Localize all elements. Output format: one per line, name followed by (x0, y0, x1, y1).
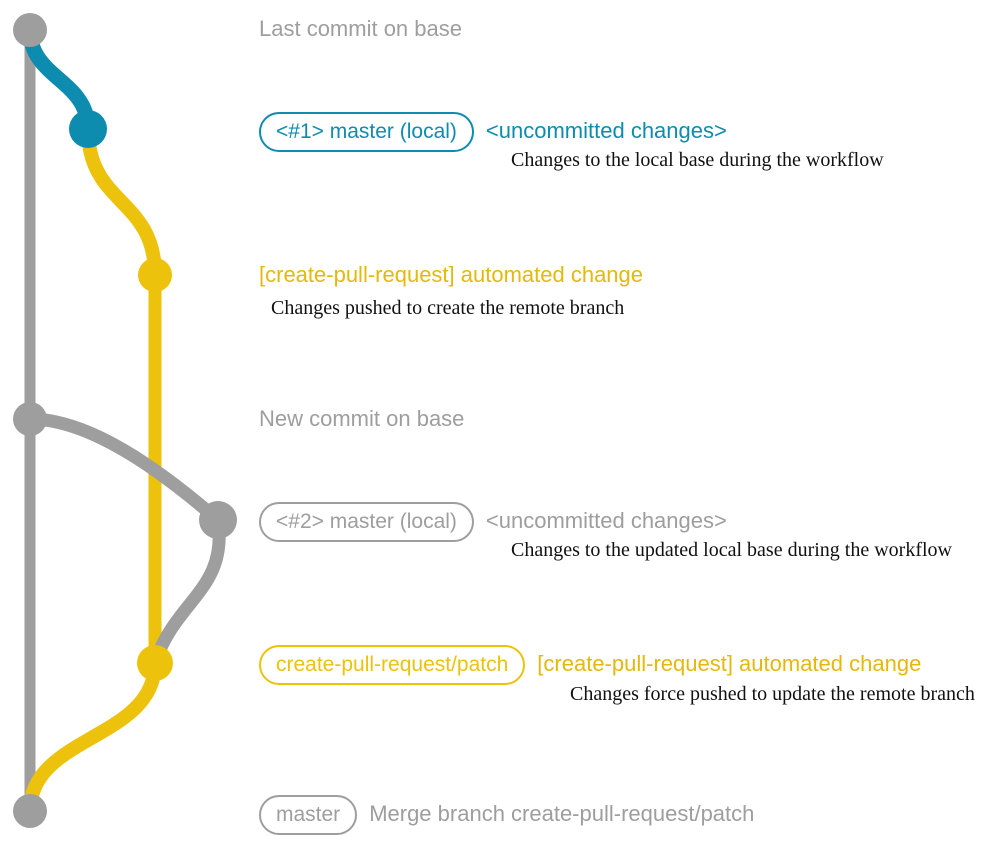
commit-node-base-merge-commit[interactable] (13, 794, 47, 828)
commit-row-local-uncommitted-2: <#2> master (local) <uncommitted changes… (259, 502, 727, 542)
branch-badge-master[interactable]: master (259, 795, 358, 835)
commit-node-remote-automated-change-1[interactable] (138, 258, 172, 292)
commit-headline-base-new-commit: New commit on base (259, 406, 465, 431)
commit-node-local-uncommitted-1[interactable] (69, 110, 107, 148)
commit-note-remote-automated-change-1: Changes pushed to create the remote bran… (271, 297, 625, 319)
commit-node-base-new-commit[interactable] (13, 402, 47, 436)
commit-headline-base-merge-commit: Merge branch create-pull-request/patch (369, 801, 755, 826)
commit-headline-base-last-commit: Last commit on base (259, 16, 462, 41)
branch-badge-master-local-2[interactable]: <#2> master (local) (259, 502, 474, 542)
commit-row-remote-automated-change-2: create-pull-request/patch [create-pull-r… (259, 645, 921, 685)
commit-note-remote-automated-change-2: Changes force pushed to update the remot… (570, 683, 975, 705)
commit-node-remote-automated-change-2[interactable] (137, 645, 173, 681)
commit-headline-remote-automated-change-1: [create-pull-request] automated change (259, 262, 644, 287)
commit-headline-local-uncommitted-1: <uncommitted changes> (485, 118, 727, 143)
edge-local-1-to-remote-1 (81, 122, 162, 282)
commit-note-local-uncommitted-2: Changes to the updated local base during… (511, 539, 952, 561)
commit-headline-remote-automated-change-2: [create-pull-request] automated change (537, 651, 922, 676)
edge-local-2-to-remote-2 (148, 513, 226, 670)
branch-badge-master-local-1[interactable]: <#1> master (local) (259, 112, 474, 152)
commit-node-local-uncommitted-2[interactable] (199, 501, 237, 539)
commit-row-local-uncommitted-1: <#1> master (local) <uncommitted changes… (259, 112, 727, 152)
edge-remote-2-to-merge (23, 656, 162, 818)
commit-headline-local-uncommitted-2: <uncommitted changes> (485, 508, 727, 533)
commit-row-base-merge-commit: master Merge branch create-pull-request/… (259, 795, 754, 835)
branch-badge-create-pull-request-patch[interactable]: create-pull-request/patch (259, 645, 526, 685)
commit-node-base-last-commit[interactable] (13, 13, 47, 47)
commit-note-local-uncommitted-1: Changes to the local base during the wor… (511, 149, 884, 171)
edge-base-to-local-2 (23, 412, 225, 527)
